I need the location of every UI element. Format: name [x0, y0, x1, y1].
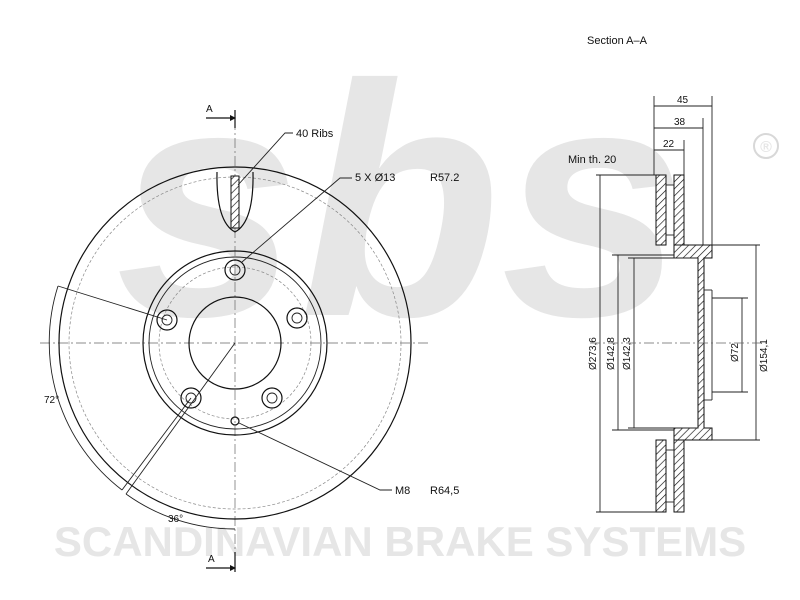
section-title: Section A–A — [587, 35, 648, 47]
dia-273-label: Ø273,6 — [588, 337, 599, 370]
dim-38-label: 38 — [674, 117, 686, 128]
bolt-hole — [180, 387, 202, 409]
dia-154-label: Ø154,1 — [759, 339, 770, 372]
dimension-38: 38 — [654, 117, 704, 248]
bolt-holes — [156, 259, 308, 409]
arrow-head-icon — [230, 115, 236, 121]
cross-section-lower — [655, 439, 685, 513]
threaded-hole — [230, 416, 240, 426]
bolt-circle-label: R57.2 — [430, 172, 459, 184]
rib-cutaway — [216, 171, 254, 233]
front-view: A A 40 Ribs 5 X Ø13 R57.2 M8 R64,5 72° 3… — [40, 104, 459, 572]
dimension-dia-273: Ø273,6 — [588, 175, 601, 512]
dimension-45: 45 — [653, 95, 713, 248]
ribs-label: 40 Ribs — [296, 128, 334, 140]
registered-mark: ® — [760, 139, 772, 156]
thread-leader — [238, 422, 392, 491]
dimension-dia-142-8: Ø142,8 — [606, 255, 619, 430]
hat-step — [148, 256, 322, 430]
dim-22-label: 22 — [663, 139, 675, 150]
dia-72-label: Ø72 — [730, 343, 741, 362]
angle-72-arc — [48, 285, 123, 491]
angle-72-leg-upper — [57, 285, 168, 321]
bolt-holes-leader — [241, 177, 352, 263]
dimension-dia-72: Ø72 — [730, 298, 743, 392]
hat-outer-edge — [142, 250, 328, 436]
dimension-22: 22 — [654, 139, 685, 175]
min-thickness-label: Min th. 20 — [568, 154, 616, 166]
dia-142-3-label: Ø142,3 — [622, 337, 633, 370]
thread-label: M8 — [395, 485, 410, 497]
angle-72-leg-lower — [121, 397, 192, 491]
disc-outer-edge — [58, 166, 412, 520]
dia-142-8-label: Ø142,8 — [606, 337, 617, 370]
center-bore — [188, 296, 282, 390]
bolt-hole — [156, 309, 178, 331]
watermark-company: SCANDINAVIAN BRAKE SYSTEMS — [54, 518, 746, 565]
angle-36-label: 36° — [168, 514, 183, 525]
bolt-hole — [261, 387, 283, 409]
registered-mark-icon — [753, 133, 779, 159]
bolt-holes-label: 5 X Ø13 — [355, 172, 395, 184]
dim-45-label: 45 — [677, 95, 689, 106]
section-marker-bottom: A — [208, 554, 215, 565]
watermark-logo: sbs — [116, 16, 685, 385]
bolt-circle — [158, 266, 312, 420]
angle-72-label: 72° — [44, 395, 59, 406]
thread-radius-label: R64,5 — [430, 485, 459, 497]
section-marker-top: A — [206, 104, 213, 115]
rib-section — [230, 175, 240, 229]
bolt-hole — [224, 259, 246, 281]
angle-36-arc — [125, 493, 236, 530]
ribs-leader — [237, 132, 293, 186]
watermark: sbs ® SCANDINAVIAN BRAKE SYSTEMS — [54, 16, 779, 565]
section-view: Section A–A Min th. 20 45 38 22 — [568, 35, 770, 513]
dimension-dia-154: Ø154,1 — [755, 245, 770, 440]
angle-36-leg — [125, 342, 236, 495]
arrow-head-icon — [230, 565, 236, 571]
bolt-hole — [286, 307, 308, 329]
